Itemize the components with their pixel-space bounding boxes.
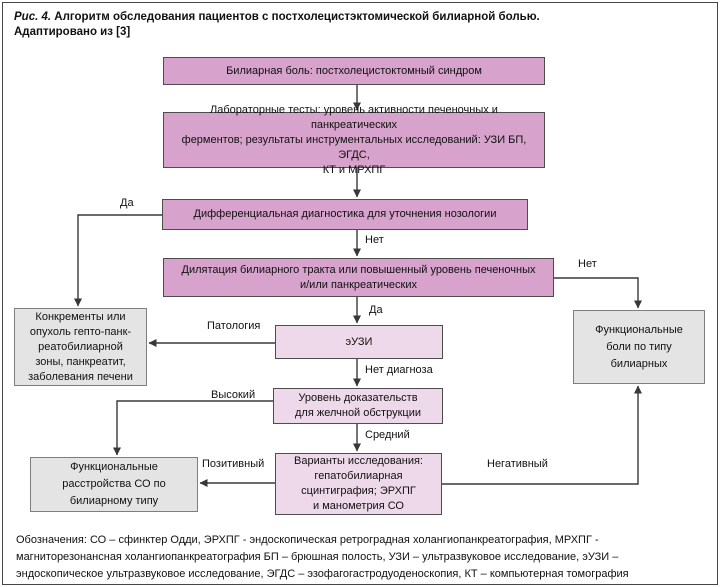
caption-figure-number: Рис. 4.	[14, 11, 52, 23]
node-differential-diagnostics: Дифференциальная диагностика для уточнен…	[162, 199, 528, 230]
node-eus: эУЗИ	[275, 325, 443, 359]
edge-label-no-diagnosis: Нет диагноза	[365, 364, 433, 376]
legend-text: Обозначения: СО – сфинктер Одди, ЭРХПГ -…	[16, 534, 629, 580]
caption-line-2: Адаптировано из [3]	[14, 26, 131, 38]
node-evidence-level: Уровень доказательств для желчной обстру…	[273, 388, 443, 424]
edge-label-negative: Негативный	[487, 458, 548, 470]
edge-label-no-down: Нет	[365, 234, 384, 246]
edge-label-medium: Средний	[365, 429, 410, 441]
node-functional-so-disorders: Функциональные расстройства СО по билиар…	[30, 457, 198, 512]
node-lab-tests: Лабораторные тесты: уровень активности п…	[163, 104, 545, 176]
node-biliary-pain: Билиарная боль: постхолецистоктомный син…	[163, 57, 545, 85]
edge-label-pathology: Патология	[207, 320, 261, 332]
edge-label-positive: Позитивный	[202, 458, 265, 470]
node-concrements-tumor: Конкременты или опухоль гепто-панк- реат…	[14, 308, 147, 386]
caption-title: Алгоритм обследования пациентов с постхо…	[51, 11, 540, 23]
node-study-options: Варианты исследования: гепатобилиарная с…	[275, 453, 442, 515]
node-dilatation: Дилятация билиарного тракта или повышенн…	[163, 258, 554, 297]
caption-line-1: Рис. 4. Алгоритм обследования пациентов …	[14, 10, 540, 25]
figure-caption: Рис. 4. Алгоритм обследования пациентов …	[14, 10, 540, 40]
edge-label-yes-left: Да	[120, 197, 134, 209]
edge-label-no-right: Нет	[578, 258, 597, 270]
node-functional-biliary-pain: Функциональные боли по типу билиарных	[573, 310, 705, 384]
edge-label-high: Высокий	[211, 389, 256, 401]
edge-label-yes-down: Да	[369, 304, 383, 316]
